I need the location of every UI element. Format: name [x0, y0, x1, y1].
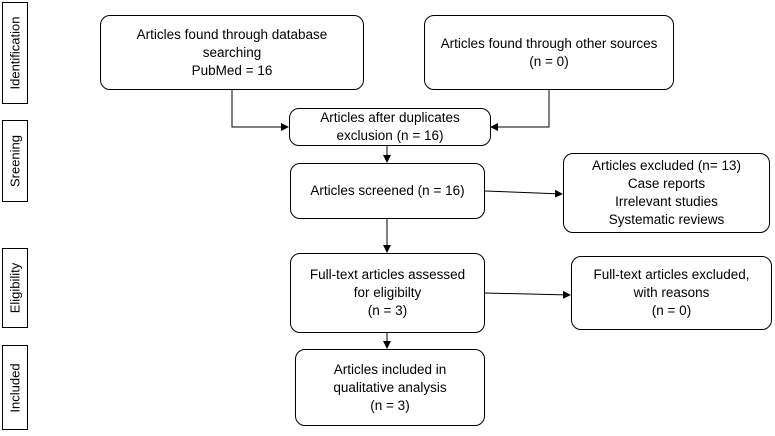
included-box: Articles included in qualitative analysi… — [295, 349, 485, 426]
connector-fulltext-to-fulltext-excluded — [484, 290, 571, 299]
stage-label-included: Included — [2, 345, 28, 430]
fulltext-assessed-box: Full-text articles assessed for eligibil… — [290, 253, 485, 333]
stage-label-screening: Sreening — [2, 120, 28, 202]
database-search-box: Articles found through database searchin… — [100, 15, 364, 90]
connector-other-to-duplicates — [490, 90, 550, 131]
stage-label-eligibility: Eligibility — [2, 248, 28, 328]
after-duplicates-box: Articles after duplicates exclusion (n =… — [289, 108, 491, 146]
connector-screened-to-excluded — [484, 189, 563, 198]
other-sources-box: Articles found through other sources (n … — [424, 15, 674, 90]
excluded-box: Articles excluded (n= 13) Case reports I… — [563, 153, 770, 233]
connector-database-to-duplicates — [231, 90, 289, 131]
fulltext-excluded-box: Full-text articles excluded, with reason… — [571, 256, 772, 330]
stage-label-identification: Identification — [2, 2, 28, 104]
screened-box: Articles screened (n = 16) — [290, 163, 485, 219]
